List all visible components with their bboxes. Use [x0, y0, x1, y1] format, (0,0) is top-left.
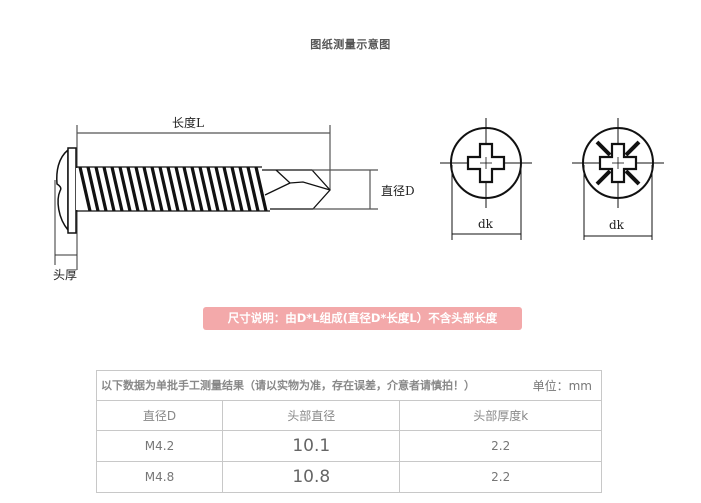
phillips-head-view [440, 118, 532, 240]
measurement-disclaimer: 以下数据为单批手工测量结果（请以实物为准，存在误差，介意者请慎拍！） [101, 379, 475, 392]
table-cell: M4.2 [95, 430, 224, 462]
table-cell: 2.2 [399, 430, 602, 462]
measurement-table: 以下数据为单批手工测量结果（请以实物为准，存在误差，介意者请慎拍！） 单位：mm… [95, 370, 602, 493]
diameter-label: 直径D [381, 184, 415, 198]
table-row: M4.2 10.1 2.2 [95, 430, 602, 462]
length-label: 长度L [172, 116, 204, 130]
head-thickness-label: 头厚 [53, 268, 78, 282]
screw-thread [76, 166, 270, 212]
column-header: 直径D [95, 400, 224, 431]
table-cell: 10.8 [222, 461, 401, 493]
column-header: 头部直径 [222, 400, 401, 431]
head-diameter-label-2: dk [609, 218, 624, 232]
table-cell: M4.8 [95, 461, 224, 493]
screw-head [56, 147, 77, 234]
diameter-dimension [312, 169, 378, 210]
drill-point [262, 169, 331, 210]
table-cell: 2.2 [399, 461, 602, 493]
table-row: M4.8 10.8 2.2 [95, 461, 602, 493]
table-cell: 10.1 [222, 430, 401, 462]
head-diameter-label-1: dk [478, 217, 493, 231]
unit-label: 单位：mm [532, 379, 592, 393]
table-note: 以下数据为单批手工测量结果（请以实物为准，存在误差，介意者请慎拍！） 单位：mm [96, 370, 602, 401]
column-header: 头部厚度k [399, 400, 602, 431]
size-explanation-banner: 尺寸说明：由D*L组成(直径D*长度L）不含头部长度 [203, 307, 522, 330]
page-title: 图纸测量示意图 [310, 38, 391, 51]
technical-drawing [54, 118, 664, 270]
pozidriv-head-view [572, 118, 664, 240]
table-header-row: 直径D 头部直径 头部厚度k [95, 400, 602, 431]
